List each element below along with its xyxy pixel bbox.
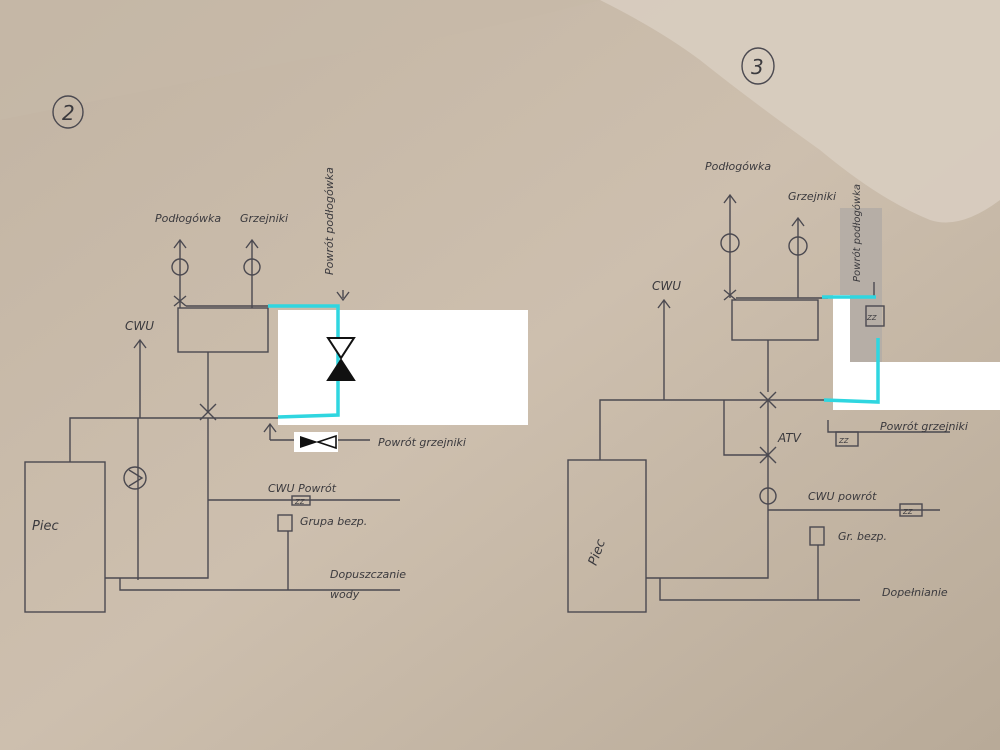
radiator-pump-3	[788, 236, 808, 256]
bowtie-valve-2-left	[300, 436, 318, 448]
radiator-return-3-label: Powrót grzejniki	[880, 420, 968, 433]
zz-valve-3a	[865, 305, 885, 327]
highlight-pipe-3b	[823, 338, 880, 404]
mixing-valve-3	[759, 391, 777, 409]
radiators-2-label: Grzejniki	[240, 212, 288, 225]
return-pipe-2	[105, 418, 209, 579]
refill-pipe-3	[659, 578, 860, 601]
diagram-3-number: 3	[751, 55, 764, 79]
radiator-pump-2	[243, 258, 261, 276]
dhw-3-label: CWU	[652, 279, 681, 293]
radiator-return-arrow-2	[263, 422, 277, 440]
dhw-return-2-label: CWU Powrót	[268, 482, 337, 495]
valve-2-top	[326, 337, 356, 360]
safety-group-3	[809, 526, 825, 546]
atv-valve-3	[759, 446, 777, 464]
atv-loop-3	[723, 400, 768, 456]
floor-valve-3	[723, 289, 737, 301]
floor-pump-3	[720, 233, 740, 253]
floor-heating-2-label: Podłogówka	[155, 212, 221, 225]
zz-label-2: ZZ	[294, 498, 305, 506]
highlight-pipe-2	[268, 304, 340, 419]
zz-valve-3c	[899, 503, 923, 517]
zz-valve-3b	[835, 431, 859, 447]
valve-2-bottom	[326, 358, 356, 381]
radiator-arrow-3	[791, 216, 805, 298]
safety-group-2-label: Grupa bezp.	[300, 515, 367, 528]
radiator-arrow-2	[245, 238, 259, 308]
floor-valve-2	[173, 295, 187, 307]
supply-pipe-3	[599, 399, 828, 460]
boiler-2-label: Piec	[32, 519, 59, 534]
diagram-3: 3 Piec ZZ CWU powrót Gr. bezp. Dopełnian…	[567, 47, 1000, 613]
diagram-3-number-circle	[741, 47, 775, 85]
floor-return-3-label: Powrót podłogówka	[851, 184, 863, 282]
water-fill-2-label-1: Dopuszczanie	[330, 568, 406, 581]
atv-3-label: ATV	[777, 431, 802, 445]
floor-pump-2	[171, 258, 189, 276]
riser-pump-3	[759, 487, 777, 505]
light-patch	[600, 0, 1000, 223]
return-pipe-3	[646, 400, 769, 579]
diagram-2-number-circle	[52, 95, 84, 129]
dhw-2-label: CWU	[125, 319, 154, 333]
zz-label-3c: ZZ	[902, 508, 913, 516]
zz-label-3b: ZZ	[838, 437, 849, 445]
floor-return-2-label: Powrót podłogówka	[323, 167, 336, 275]
circulation-pump-2	[123, 466, 147, 490]
safety-group-2	[277, 514, 293, 532]
water-fill-2-label-2: wody	[330, 588, 360, 601]
zz-valve-2	[291, 495, 311, 506]
shadow-patch	[0, 0, 600, 120]
zz-label-3a: ZZ	[866, 314, 877, 322]
radiator-return-2-label: Powrót grzejniki	[378, 436, 466, 449]
pump-2-triangle	[128, 469, 144, 487]
floor-return-arrow-2	[336, 290, 350, 302]
diagram-2: 2 Piec ZZ Grupa bezp. CWU Powrót Dopuszc…	[24, 95, 528, 613]
floor-heating-arrow-3	[723, 193, 737, 298]
edit-overlay-3b	[833, 295, 850, 410]
boiler-3	[567, 459, 647, 613]
distribution-box-3	[731, 299, 819, 341]
dhw-arrow-3	[657, 298, 671, 400]
floor-heating-arrow-2	[173, 238, 187, 308]
water-fill-pipe-2	[119, 578, 400, 591]
distribution-box-2	[177, 307, 269, 353]
bowtie-valve-2-right	[315, 434, 337, 450]
dhw-return-3-label: CWU powrót	[808, 490, 877, 503]
radiator-return-pipe-3	[827, 420, 950, 433]
radiators-3-label: Grzejniki	[788, 190, 836, 203]
edit-overlay-2	[278, 310, 528, 425]
boiler-2	[24, 461, 106, 613]
safety-group-3-label: Gr. bezp.	[838, 530, 887, 543]
diagram-2-number: 2	[62, 101, 75, 125]
floor-heating-3-label: Podłogówka	[705, 160, 771, 173]
refill-3-label: Dopełnianie	[882, 586, 948, 599]
dhw-arrow-2	[133, 338, 147, 418]
